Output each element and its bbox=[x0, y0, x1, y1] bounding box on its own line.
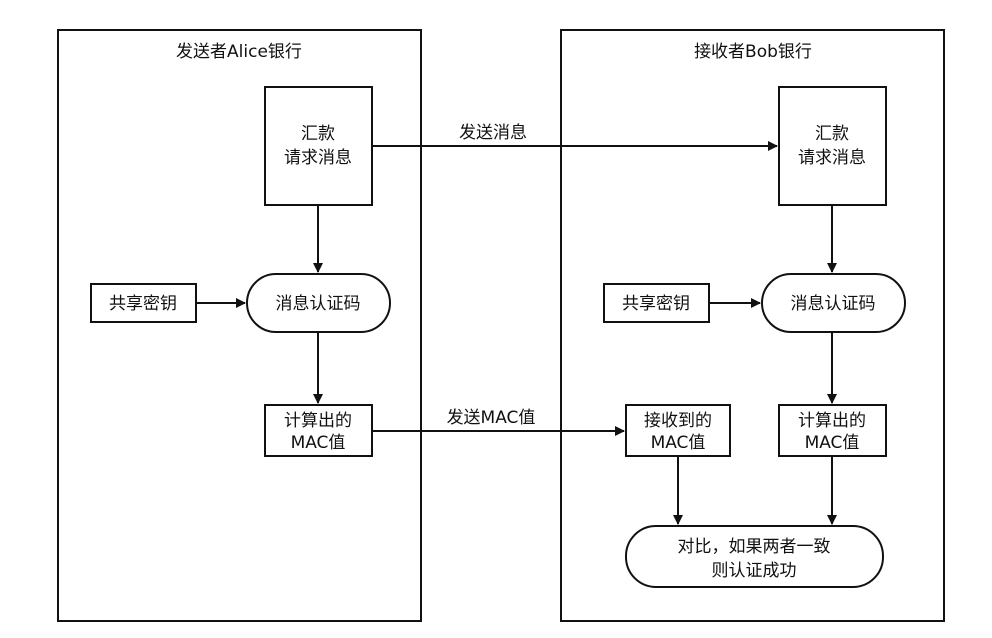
receiver-shared-key-box: 共享密钥 bbox=[603, 283, 710, 323]
receiver-computed-mac-box: 计算出的 MAC值 bbox=[778, 404, 887, 457]
receiver-received-mac-line1: 接收到的 bbox=[644, 411, 712, 431]
compare-line1: 对比，如果两者一致 bbox=[678, 537, 831, 557]
receiver-compare-result: 对比，如果两者一致 则认证成功 bbox=[625, 525, 884, 588]
sender-mac-function: 消息认证码 bbox=[246, 273, 391, 333]
send-mac-label: 发送MAC值 bbox=[447, 408, 536, 428]
receiver-message-line2: 请求消息 bbox=[798, 148, 866, 168]
send-mac-channel: 发送MAC值 bbox=[372, 408, 625, 436]
sender-message-line1: 汇款 bbox=[301, 124, 335, 144]
receiver-computed-mac-line2: MAC值 bbox=[805, 433, 860, 453]
receiver-computed-mac-line1: 计算出的 bbox=[798, 411, 866, 431]
sender-computed-mac-line1: 计算出的 bbox=[284, 411, 352, 431]
sender-bank-title: 发送者Alice银行 bbox=[176, 42, 302, 62]
receiver-mac-function-label: 消息认证码 bbox=[791, 294, 876, 314]
receiver-received-mac-line2: MAC值 bbox=[651, 433, 706, 453]
receiver-mac-function: 消息认证码 bbox=[761, 273, 906, 333]
send-message-label: 发送消息 bbox=[459, 123, 527, 143]
receiver-received-mac-box: 接收到的 MAC值 bbox=[625, 404, 731, 457]
sender-message-line2: 请求消息 bbox=[284, 148, 352, 168]
sender-mac-function-label: 消息认证码 bbox=[276, 294, 361, 314]
compare-line2: 则认证成功 bbox=[712, 561, 797, 581]
receiver-bank-title: 接收者Bob银行 bbox=[694, 42, 812, 62]
sender-message-box: 汇款 请求消息 bbox=[264, 86, 373, 206]
sender-computed-mac-box: 计算出的 MAC值 bbox=[264, 404, 373, 457]
send-message-channel: 发送消息 bbox=[372, 123, 778, 151]
receiver-shared-key-label: 共享密钥 bbox=[622, 294, 690, 314]
sender-shared-key-label: 共享密钥 bbox=[109, 294, 177, 314]
receiver-message-line1: 汇款 bbox=[815, 124, 849, 144]
receiver-message-box: 汇款 请求消息 bbox=[778, 86, 887, 206]
sender-bank-panel: 发送者Alice银行 bbox=[57, 29, 422, 622]
sender-shared-key-box: 共享密钥 bbox=[90, 283, 197, 323]
receiver-bank-panel: 接收者Bob银行 bbox=[560, 29, 945, 622]
sender-computed-mac-line2: MAC值 bbox=[291, 433, 346, 453]
